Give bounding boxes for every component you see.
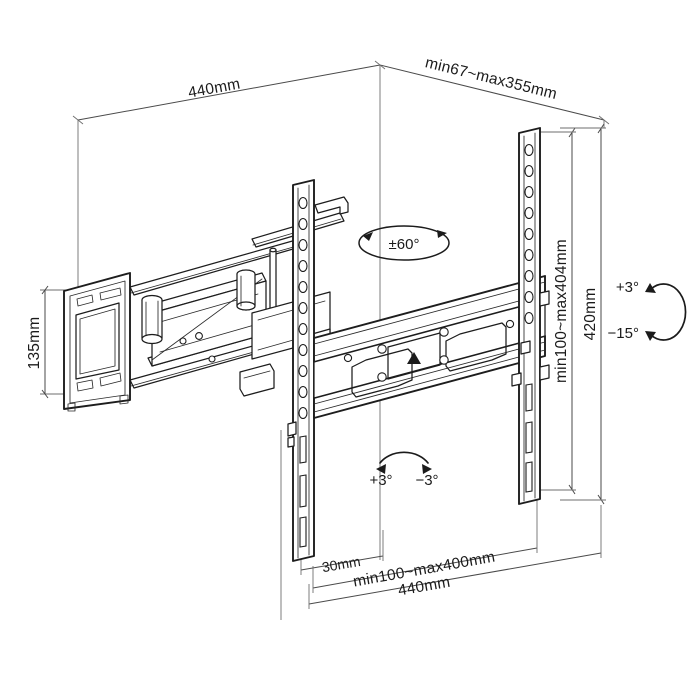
arm-pivot-post-left <box>141 294 163 345</box>
orientation-up-arrow-icon <box>407 352 421 364</box>
right-vertical-rail <box>511 127 550 505</box>
arm-pivot-post-center <box>236 269 256 311</box>
tilt-arrow-up-icon <box>645 283 656 293</box>
dimension-label-top-right: min67~max355mm <box>423 54 558 103</box>
dimension-label-vesa-height: min100~max404mm <box>553 239 570 383</box>
swivel-arrow-right-icon <box>437 230 447 238</box>
roll-arrow-right-icon <box>422 464 432 474</box>
dimension-label-top-left: 440mm <box>187 75 242 101</box>
swivel-label: ±60° <box>389 236 420 253</box>
wall-mount-plate <box>63 272 131 412</box>
tilt-indicator: +3° −15° <box>608 279 687 342</box>
roll-label-right: −3° <box>415 472 438 489</box>
arm-hook-bracket <box>314 196 349 215</box>
arm-support-rod <box>269 247 277 311</box>
dimension-label-left-vertical: 135mm <box>26 317 43 370</box>
swivel-arrow-left-icon <box>363 232 373 241</box>
tilt-label-down: −15° <box>608 325 639 342</box>
lower-joint-clamp <box>239 363 275 397</box>
roll-arrow-left-icon <box>376 464 386 474</box>
left-vertical-rail <box>287 179 315 562</box>
dimension-label-rail-height: 420mm <box>582 288 599 341</box>
dimension-label-bottom-short: 30mm <box>321 553 362 575</box>
tilt-label-up: +3° <box>616 279 639 296</box>
dimension-right-verticals <box>540 123 606 505</box>
roll-indicator: +3° −3° <box>369 451 439 489</box>
roll-label-left: +3° <box>369 472 392 489</box>
tv-bracket-rails <box>313 275 546 419</box>
swivel-indicator: ±60° <box>358 225 450 261</box>
tilt-arrow-down-icon <box>645 331 656 341</box>
